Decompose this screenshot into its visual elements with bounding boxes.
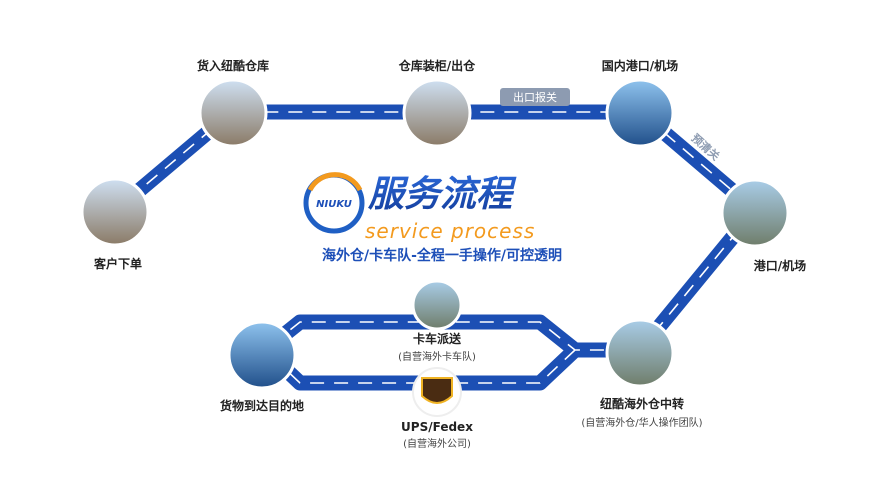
page-subtitle: service process — [365, 219, 535, 243]
page-title: 服务流程 — [367, 174, 517, 215]
logo-block: NIUKU 服务流程 service process 海外仓/卡车队-全程一手操… — [303, 172, 562, 264]
step-label: 国内港口/机场 — [602, 58, 678, 73]
logo-brand: NIUKU — [316, 199, 352, 210]
step-sublabel: (自营海外仓/华人操作团队) — [581, 416, 702, 429]
container-photo — [402, 78, 472, 148]
step-label: 卡车派送 — [413, 331, 462, 346]
step-label: 货物到达目的地 — [220, 398, 304, 413]
warehouse-photo — [198, 78, 268, 148]
slogan: 海外仓/卡车队-全程一手操作/可控透明 — [322, 247, 562, 264]
step-label: 货入纽酷仓库 — [197, 58, 269, 73]
step-label: 港口/机场 — [754, 258, 806, 273]
overseas-warehouse-photo — [605, 318, 675, 388]
step-label: 仓库装柜/出仓 — [398, 58, 476, 73]
city-photo — [227, 320, 297, 390]
step-label: 客户下单 — [93, 256, 142, 271]
port-photo — [720, 178, 790, 248]
step-label: 纽酷海外仓中转 — [600, 396, 684, 411]
truck-photo — [411, 279, 463, 331]
step-labels: 客户下单 货入纽酷仓库 仓库装柜/出仓 国内港口/机场 港口/机场 纽酷海外仓中… — [93, 58, 806, 450]
export-tag: 出口报关 — [513, 90, 557, 104]
step-sublabel: (自营海外公司) — [403, 437, 471, 450]
step-label: UPS/Fedex — [401, 420, 473, 434]
step-sublabel: (自营海外卡车队) — [398, 350, 476, 363]
order-photo — [80, 177, 150, 247]
ship-photo — [605, 78, 675, 148]
ups-shield-icon — [421, 377, 453, 404]
step-circles — [80, 78, 790, 417]
